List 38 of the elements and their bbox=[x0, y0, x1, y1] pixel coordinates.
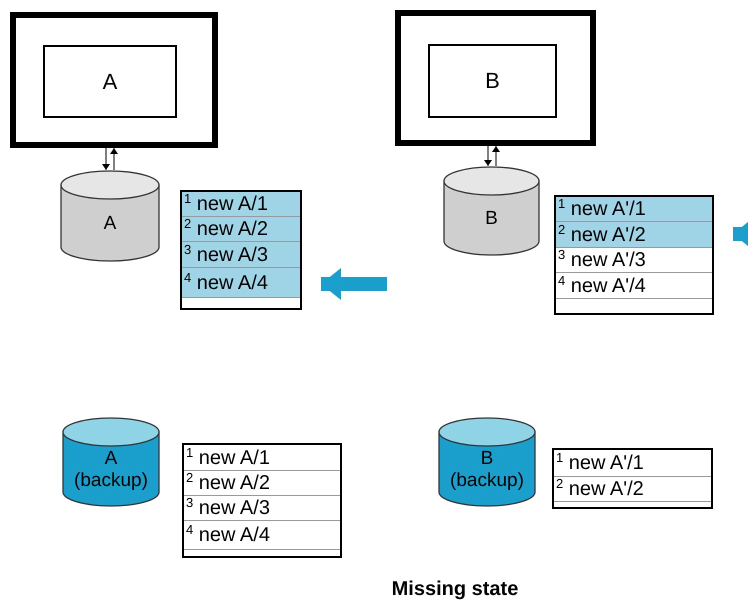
log-entry: $^{2}$ new A'/2 bbox=[554, 477, 711, 502]
database-cylinder bbox=[62, 417, 160, 507]
server-label: B bbox=[485, 68, 500, 94]
database-cylinder bbox=[443, 166, 540, 256]
log-table bbox=[552, 448, 713, 509]
log-entry: $^{4}$ new A/4 bbox=[184, 521, 340, 550]
log-entry: $^{2}$ new A'/2 bbox=[556, 222, 712, 248]
log-entry: $^{2}$ new A/2 bbox=[182, 217, 300, 242]
server-box bbox=[43, 45, 177, 118]
pointer-arrow bbox=[321, 268, 387, 300]
database-label: B (backup) bbox=[449, 448, 525, 492]
database-cylinder bbox=[438, 417, 536, 507]
log-entry: $^{3}$ new A'/3 bbox=[556, 248, 712, 273]
server-frame bbox=[10, 12, 218, 148]
arrow bbox=[492, 146, 500, 166]
database-label: A (backup) bbox=[73, 448, 149, 492]
log-entry: $^{2}$ new A/2 bbox=[184, 471, 340, 496]
log-entry: $^{1}$ new A/1 bbox=[184, 445, 340, 471]
caption: Missing state bbox=[390, 578, 520, 601]
log-table bbox=[180, 190, 302, 310]
log-table bbox=[554, 195, 714, 315]
log-entry: $^{1}$ new A'/1 bbox=[556, 197, 712, 222]
arrow bbox=[102, 148, 110, 170]
log-entry: $^{3}$ new A/3 bbox=[184, 496, 340, 521]
log-entry: $^{4}$ new A'/4 bbox=[556, 273, 712, 299]
log-entry: $^{3}$ new A/3 bbox=[182, 242, 300, 268]
log-entry: $^{1}$ new A'/1 bbox=[554, 450, 711, 477]
database-label: A bbox=[102, 213, 118, 235]
log-entry: $^{4}$ new A/4 bbox=[182, 268, 300, 298]
server-frame bbox=[395, 10, 596, 146]
server-box bbox=[428, 44, 557, 118]
log-table bbox=[182, 443, 342, 558]
log-entry: $^{1}$ new A/1 bbox=[182, 192, 300, 217]
server-label: A bbox=[102, 68, 118, 94]
database-cylinder bbox=[60, 170, 160, 262]
database-label: B bbox=[484, 208, 499, 230]
arrow bbox=[110, 148, 118, 170]
arrow bbox=[484, 146, 492, 166]
